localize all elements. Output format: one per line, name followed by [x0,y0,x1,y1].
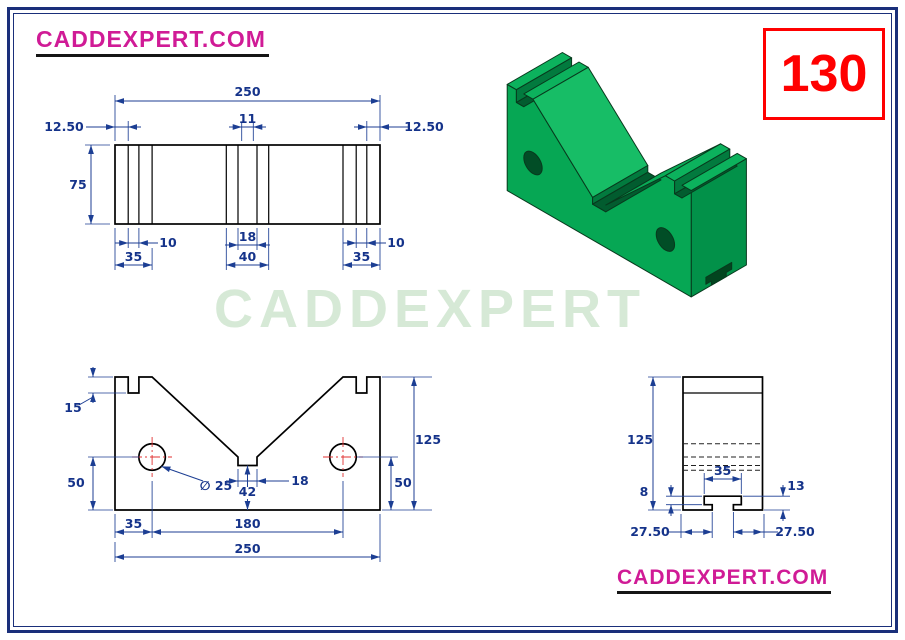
top-view-body [114,144,381,225]
iso-tslot [705,261,733,286]
dim-side-8: 8 [640,484,649,499]
dim-front-50-left: 50 [67,475,85,490]
dim-side-2750-right: 27.50 [775,524,815,539]
iso-hole-left [523,150,543,176]
iso-top-strip-4 [681,152,747,192]
side-view: 125 8 35 13 27.50 27.50 [627,376,815,539]
dim-front-35: 35 [125,516,142,531]
dim-front-18: 18 [291,473,308,488]
dim-front-125: 125 [415,432,441,447]
sheet-number-badge: 130 [763,28,885,120]
iso-vnotch-bottom [592,171,662,213]
side-view-dimensions: 125 8 35 13 27.50 27.50 [627,376,815,539]
dim-top-10-left: 10 [159,235,177,250]
front-view: 15 50 125 50 35 180 250 ∅ 25 42 [64,367,441,562]
top-view-geometry [114,144,381,225]
dim-front-50-right: 50 [394,475,412,490]
front-view-dimensions: 15 50 125 50 35 180 250 ∅ 25 42 [64,367,441,562]
dim-top-35-left: 35 [125,249,142,264]
dim-front-42: 42 [239,484,256,499]
dim-front-250: 250 [234,541,260,556]
dim-top-40: 40 [239,249,257,264]
dim-top-35-right: 35 [353,249,370,264]
dim-side-35: 35 [714,463,731,478]
dim-top-18: 18 [239,229,256,244]
dim-top-250: 250 [234,84,260,99]
dim-side-13: 13 [787,478,804,493]
dim-side-2750-left: 27.50 [630,524,670,539]
isometric-view [506,52,747,298]
header-logo: CADDEXPERT.COM [36,26,269,57]
dim-side-125: 125 [627,432,653,447]
dim-top-1250-left: 12.50 [44,119,84,134]
dim-top-10-right: 10 [387,235,405,250]
watermark-text: CADDEXPERT [213,279,647,339]
dim-front-15: 15 [64,400,81,415]
dim-front-dia25: ∅ 25 [200,478,232,493]
dim-top-75: 75 [69,177,86,192]
front-view-body [114,376,381,511]
dim-top-11: 11 [239,111,256,126]
top-view-dimensions: 250 12.50 11 12.50 75 10 [44,84,444,270]
side-view-geometry [682,376,764,511]
iso-hole-right [655,227,676,252]
side-view-body [682,376,764,511]
top-view: 250 12.50 11 12.50 75 10 [44,84,444,270]
dim-front-180: 180 [234,516,260,531]
footer-logo: CADDEXPERT.COM [617,566,832,594]
dim-top-1250-right: 12.50 [404,119,444,134]
